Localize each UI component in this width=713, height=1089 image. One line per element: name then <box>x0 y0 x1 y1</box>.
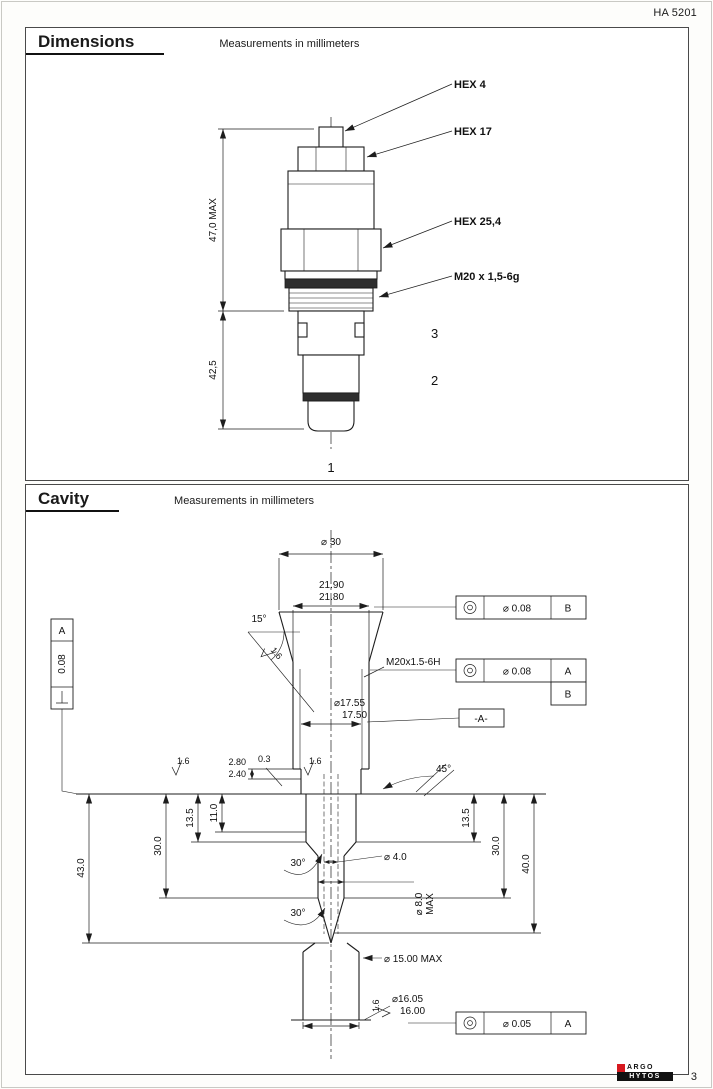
perpendicularity-icon <box>56 691 68 704</box>
thread-callout: M20x1.5-6H <box>363 657 440 678</box>
roughness-value: 1.6 <box>371 999 381 1012</box>
angle-30-upper: 30° <box>290 858 305 869</box>
overall-height-dim: 47,0 MAX <box>208 198 219 242</box>
fcf-b-datum: B <box>565 604 572 615</box>
depth-135-right: 13.5 <box>461 808 472 828</box>
hex17-label: HEX 17 <box>454 126 492 138</box>
valve-outline <box>280 126 382 432</box>
port-2-label: 2 <box>431 373 438 388</box>
concentricity-icon <box>463 664 477 677</box>
pilot-1750-value: 17.50 <box>342 710 367 721</box>
perp-datum: A <box>59 626 66 637</box>
step-240-value: 2.40 <box>228 769 246 779</box>
cavity-left-dims: 13.5 11.0 30.0 43.0 <box>76 794 329 944</box>
dimensions-subtitle: Measurements in millimeters <box>219 38 360 50</box>
angle-45-value: 45° <box>436 764 451 775</box>
dia-15-value: ⌀ 15.00 MAX <box>384 954 443 965</box>
depth-300-right: 30.0 <box>491 836 502 856</box>
fcf-bottom-datum: A <box>565 1019 572 1030</box>
dimensions-section: Dimensions Measurements in millimeters <box>25 27 689 481</box>
dim-diameter-4: ⌀ 4.0 <box>323 852 407 864</box>
cavity-drawing: ⌀ 30 21.90 21.80 15° 1.6 <box>50 530 587 1059</box>
surface-finish-icon: 1.6 <box>303 756 322 776</box>
cavity-outline <box>76 611 546 1021</box>
valve-left-dimensions: 47,0 MAX 42,5 <box>208 128 314 430</box>
cavity-subtitle: Measurements in millimeters <box>174 495 315 507</box>
seat-step-dims: 2.80 2.40 0.3 <box>228 754 301 787</box>
dim-angle-45: 45° <box>382 763 455 797</box>
dimensions-header: Dimensions Measurements in millimeters <box>26 28 688 55</box>
dim-bore-2190: 21.90 21.80 <box>292 580 370 664</box>
roughness-value: 1.6 <box>309 756 322 766</box>
surface-finish-icon: 1.6 <box>260 645 285 661</box>
dia-1600-value: 16.00 <box>400 1006 425 1017</box>
step-03-value: 0.3 <box>258 754 271 764</box>
depth-135-left: 13.5 <box>185 808 196 828</box>
dim-diameter-30: ⌀ 30 <box>278 537 384 610</box>
fcf-b-tolerance: ⌀ 0.08 <box>503 604 532 615</box>
bore-2190-value: 21.90 <box>319 580 344 591</box>
dim-pilot-1755: ⌀17.55 17.50 <box>301 698 460 728</box>
dia-1605-value: ⌀16.05 <box>392 994 423 1005</box>
pilot-1755-value: ⌀17.55 <box>334 698 365 709</box>
step-280-value: 2.80 <box>228 757 246 767</box>
argo-hytos-logo: ARGO HYTOS <box>617 1063 673 1081</box>
depth-400: 40.0 <box>521 854 532 874</box>
perp-tolerance: 0.08 <box>57 654 68 674</box>
valve-drawing: 47,0 MAX 42,5 HEX 4 HEX 17 HEX 25,4 M20 … <box>208 79 519 475</box>
logo-argo-text: ARGO <box>627 1064 654 1071</box>
surface-finish-icon: 1.6 <box>171 756 190 776</box>
cavity-header: Cavity Measurements in millimeters <box>26 485 688 512</box>
fcf-concentricity-bottom: ⌀ 0.05 A <box>408 1011 587 1035</box>
lower-height-dim: 42,5 <box>208 360 219 380</box>
dim-diameter-15: ⌀ 15.00 MAX <box>363 954 443 965</box>
dim-angle-30: 30° 30° <box>283 853 326 926</box>
port-numbers: 3 2 1 <box>327 326 438 475</box>
datum-a-flag: -A- <box>458 708 505 728</box>
dim-angle-15: 15° 1.6 <box>247 614 315 713</box>
concentricity-icon <box>463 601 477 614</box>
dim-diameter-16: ⌀16.05 16.00 <box>302 994 425 1030</box>
port-1-label: 1 <box>327 460 334 475</box>
document-code: HA 5201 <box>653 7 697 19</box>
fcf-ab-datum-1: A <box>565 667 572 678</box>
logo-hytos-text: HYTOS <box>617 1072 673 1081</box>
fcf-ab-tolerance: ⌀ 0.08 <box>503 667 532 678</box>
page-number: 3 <box>690 1071 697 1083</box>
port-3-label: 3 <box>431 326 438 341</box>
roughness-value: 1.6 <box>269 645 285 661</box>
fcf-ab-datum-2: B <box>565 690 572 701</box>
dia-8-value: ⌀ 8.0 <box>414 892 425 915</box>
datum-a-label: -A- <box>474 714 487 725</box>
cavity-thread-label: M20x1.5-6H <box>386 657 440 668</box>
dimensions-title: Dimensions <box>26 28 165 55</box>
roughness-value: 1.6 <box>177 756 190 766</box>
dim-diameter-8: ⌀ 8.0 MAX <box>317 880 436 915</box>
fcf-perpendicularity: A 0.08 <box>50 618 79 795</box>
dia-30-value: ⌀ 30 <box>321 537 341 548</box>
depth-110: 11.0 <box>209 803 220 822</box>
depth-300-left: 30.0 <box>153 836 164 856</box>
thread-label: M20 x 1,5-6g <box>454 271 519 283</box>
angle-30-lower: 30° <box>290 908 305 919</box>
fcf-bottom-tolerance: ⌀ 0.05 <box>503 1019 532 1030</box>
logo-red-square-icon <box>617 1063 625 1072</box>
dia-8-max: MAX <box>425 893 436 915</box>
logo-top-row: ARGO <box>617 1063 673 1072</box>
angle-15-value: 15° <box>251 614 266 625</box>
fcf-concentricity-ab: ⌀ 0.08 A B <box>370 658 587 706</box>
hex254-label: HEX 25,4 <box>454 216 502 228</box>
fcf-concentricity-b: ⌀ 0.08 B <box>374 595 587 620</box>
valve-callouts: HEX 4 HEX 17 HEX 25,4 M20 x 1,5-6g <box>344 79 519 298</box>
concentricity-icon <box>463 1016 477 1030</box>
cavity-section: Cavity Measurements in millimeters <box>25 484 689 1075</box>
cavity-title: Cavity <box>26 485 120 512</box>
bore-2180-value: 21.80 <box>319 592 344 603</box>
dia-4-value: ⌀ 4.0 <box>384 852 407 863</box>
hex4-label: HEX 4 <box>454 79 487 91</box>
surface-finish-icon: 1.6 <box>371 999 391 1018</box>
depth-430: 43.0 <box>76 858 87 878</box>
cavity-right-dims: 13.5 30.0 40.0 <box>334 794 541 934</box>
